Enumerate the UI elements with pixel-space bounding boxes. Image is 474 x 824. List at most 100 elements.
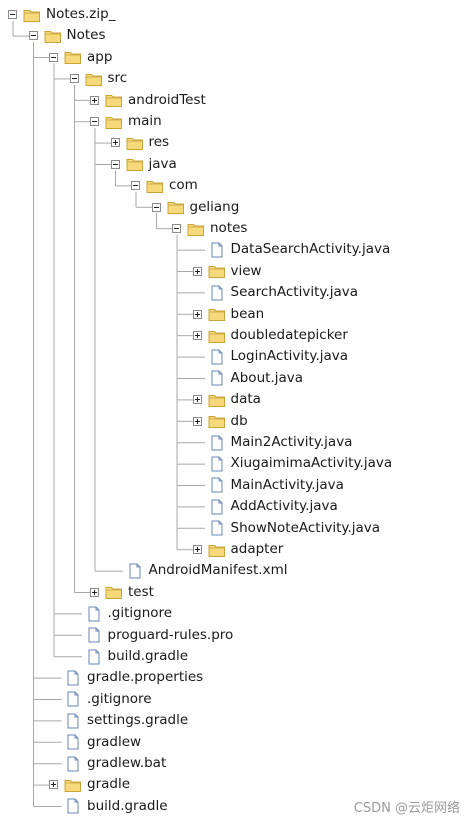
- tree-file-item[interactable]: AddActivity.java: [193, 496, 338, 517]
- tree-folder-item[interactable]: main: [90, 111, 162, 132]
- file-icon: [67, 670, 79, 686]
- tree-folder-item[interactable]: gradle: [49, 774, 130, 795]
- tree-folder-item[interactable]: doubledatepicker: [192, 325, 348, 346]
- collapse-toggle-icon[interactable]: [28, 31, 38, 41]
- collapse-toggle-icon[interactable]: [110, 159, 120, 169]
- file-icon: [67, 798, 79, 814]
- tree-file-item[interactable]: gradlew: [49, 732, 141, 753]
- tree-folder-item[interactable]: view: [192, 261, 262, 282]
- tree-file-item[interactable]: gradle.properties: [49, 667, 203, 688]
- tree-folder-item[interactable]: java: [110, 154, 177, 175]
- collapse-toggle-icon[interactable]: [49, 52, 58, 62]
- tree-item-label: androidTest: [128, 91, 206, 108]
- tree-folder-item[interactable]: Notes.zip_: [8, 4, 115, 25]
- tree-file-item[interactable]: .gitignore: [49, 689, 152, 710]
- tree-folder-item[interactable]: geliang: [151, 197, 240, 218]
- tree-item-label: gradle.properties: [87, 669, 204, 686]
- tree-folder-item[interactable]: data: [192, 389, 261, 410]
- tree-item-label: view: [230, 262, 262, 279]
- tree-item-label: res: [148, 134, 170, 151]
- tree-file-item[interactable]: .gitignore: [70, 603, 173, 624]
- collapse-toggle-icon[interactable]: [90, 117, 99, 126]
- tree-folder-item[interactable]: test: [90, 582, 154, 603]
- tree-item-label: data: [230, 391, 261, 408]
- tree-file-item[interactable]: proguard-rules.pro: [70, 625, 233, 646]
- file-icon: [67, 691, 79, 707]
- tree-item-label: app: [87, 48, 113, 65]
- file-icon: [88, 606, 99, 622]
- expand-toggle-icon[interactable]: [192, 309, 202, 319]
- tree-file-item[interactable]: MainActivity.java: [193, 475, 344, 496]
- expand-toggle-icon[interactable]: [192, 331, 202, 340]
- tree-folder-item[interactable]: com: [131, 175, 198, 196]
- tree-file-item[interactable]: Main2Activity.java: [193, 432, 353, 453]
- folder-icon: [208, 416, 225, 429]
- expand-toggle-icon[interactable]: [110, 138, 120, 148]
- tree-folder-item[interactable]: db: [192, 411, 248, 432]
- tree-item-label: About.java: [230, 369, 304, 386]
- folder-icon: [126, 137, 143, 150]
- tree-folder-item[interactable]: res: [110, 132, 170, 153]
- tree-folder-item[interactable]: notes: [172, 218, 247, 239]
- tree-item-label: gradlew: [87, 733, 142, 750]
- file-icon: [67, 734, 79, 750]
- tree-item-label: build.gradle: [107, 648, 189, 664]
- tree-file-item[interactable]: DataSearchActivity.java: [193, 239, 390, 260]
- tree-folder-item[interactable]: src: [69, 68, 128, 89]
- tree-folder-item[interactable]: bean: [192, 304, 264, 325]
- tree-folder-item[interactable]: adapter: [192, 539, 283, 560]
- expand-toggle-icon[interactable]: [90, 587, 99, 597]
- folder-icon: [208, 394, 225, 407]
- tree-item-label: src: [107, 70, 128, 87]
- tree-item-label: .gitignore: [107, 605, 173, 622]
- tree-folder-item[interactable]: androidTest: [90, 90, 206, 111]
- tree-item-label: AndroidManifest.xml: [148, 562, 288, 579]
- expand-toggle-icon[interactable]: [192, 416, 202, 426]
- tree-file-item[interactable]: build.gradle: [49, 796, 168, 817]
- folder-icon: [126, 159, 143, 172]
- tree-file-item[interactable]: ShowNoteActivity.java: [193, 518, 381, 539]
- tree-item-label: XiugaimimaActivity.java: [230, 455, 393, 472]
- file-icon: [211, 349, 222, 365]
- expand-toggle-icon[interactable]: [192, 545, 202, 554]
- tree-item-label: db: [230, 412, 248, 429]
- file-icon: [67, 713, 79, 729]
- tree-item-label: Notes: [66, 27, 106, 44]
- file-icon: [211, 242, 222, 258]
- collapse-toggle-icon[interactable]: [8, 10, 17, 19]
- folder-icon: [23, 9, 40, 22]
- collapse-toggle-icon[interactable]: [172, 224, 181, 233]
- tree-file-item[interactable]: About.java: [193, 368, 304, 389]
- collapse-toggle-icon[interactable]: [151, 202, 161, 212]
- file-icon: [211, 370, 222, 386]
- expand-toggle-icon[interactable]: [192, 395, 202, 405]
- tree-file-item[interactable]: settings.gradle: [49, 710, 188, 731]
- tree-folder-item[interactable]: app: [49, 47, 112, 68]
- collapse-toggle-icon[interactable]: [131, 181, 140, 191]
- expand-toggle-icon[interactable]: [192, 266, 202, 276]
- tree-folder-item[interactable]: Notes: [28, 25, 106, 46]
- tree-file-item[interactable]: LoginActivity.java: [193, 346, 349, 367]
- tree-item-label: .gitignore: [87, 690, 152, 707]
- file-icon: [211, 477, 222, 493]
- tree-item-label: geliang: [189, 198, 240, 215]
- expand-toggle-icon[interactable]: [49, 780, 58, 790]
- tree-item-label: Main2Activity.java: [230, 434, 353, 450]
- file-icon: [88, 649, 99, 664]
- tree-item-label: notes: [210, 220, 248, 236]
- file-icon: [88, 627, 99, 643]
- expand-toggle-icon[interactable]: [90, 95, 99, 105]
- tree-file-item[interactable]: build.gradle: [70, 646, 189, 667]
- collapse-toggle-icon[interactable]: [69, 74, 79, 84]
- folder-icon: [85, 73, 102, 86]
- tree-item-label: gradlew.bat: [87, 755, 167, 771]
- tree-file-item[interactable]: XiugaimimaActivity.java: [193, 453, 393, 474]
- tree-item-label: ShowNoteActivity.java: [230, 519, 381, 536]
- tree-file-item[interactable]: AndroidManifest.xml: [111, 560, 288, 581]
- tree-item-label: test: [128, 583, 154, 600]
- tree-file-item[interactable]: SearchActivity.java: [193, 282, 358, 303]
- tree-item-label: LoginActivity.java: [230, 348, 349, 365]
- tree-file-item[interactable]: gradlew.bat: [49, 753, 166, 774]
- folder-icon: [64, 779, 81, 792]
